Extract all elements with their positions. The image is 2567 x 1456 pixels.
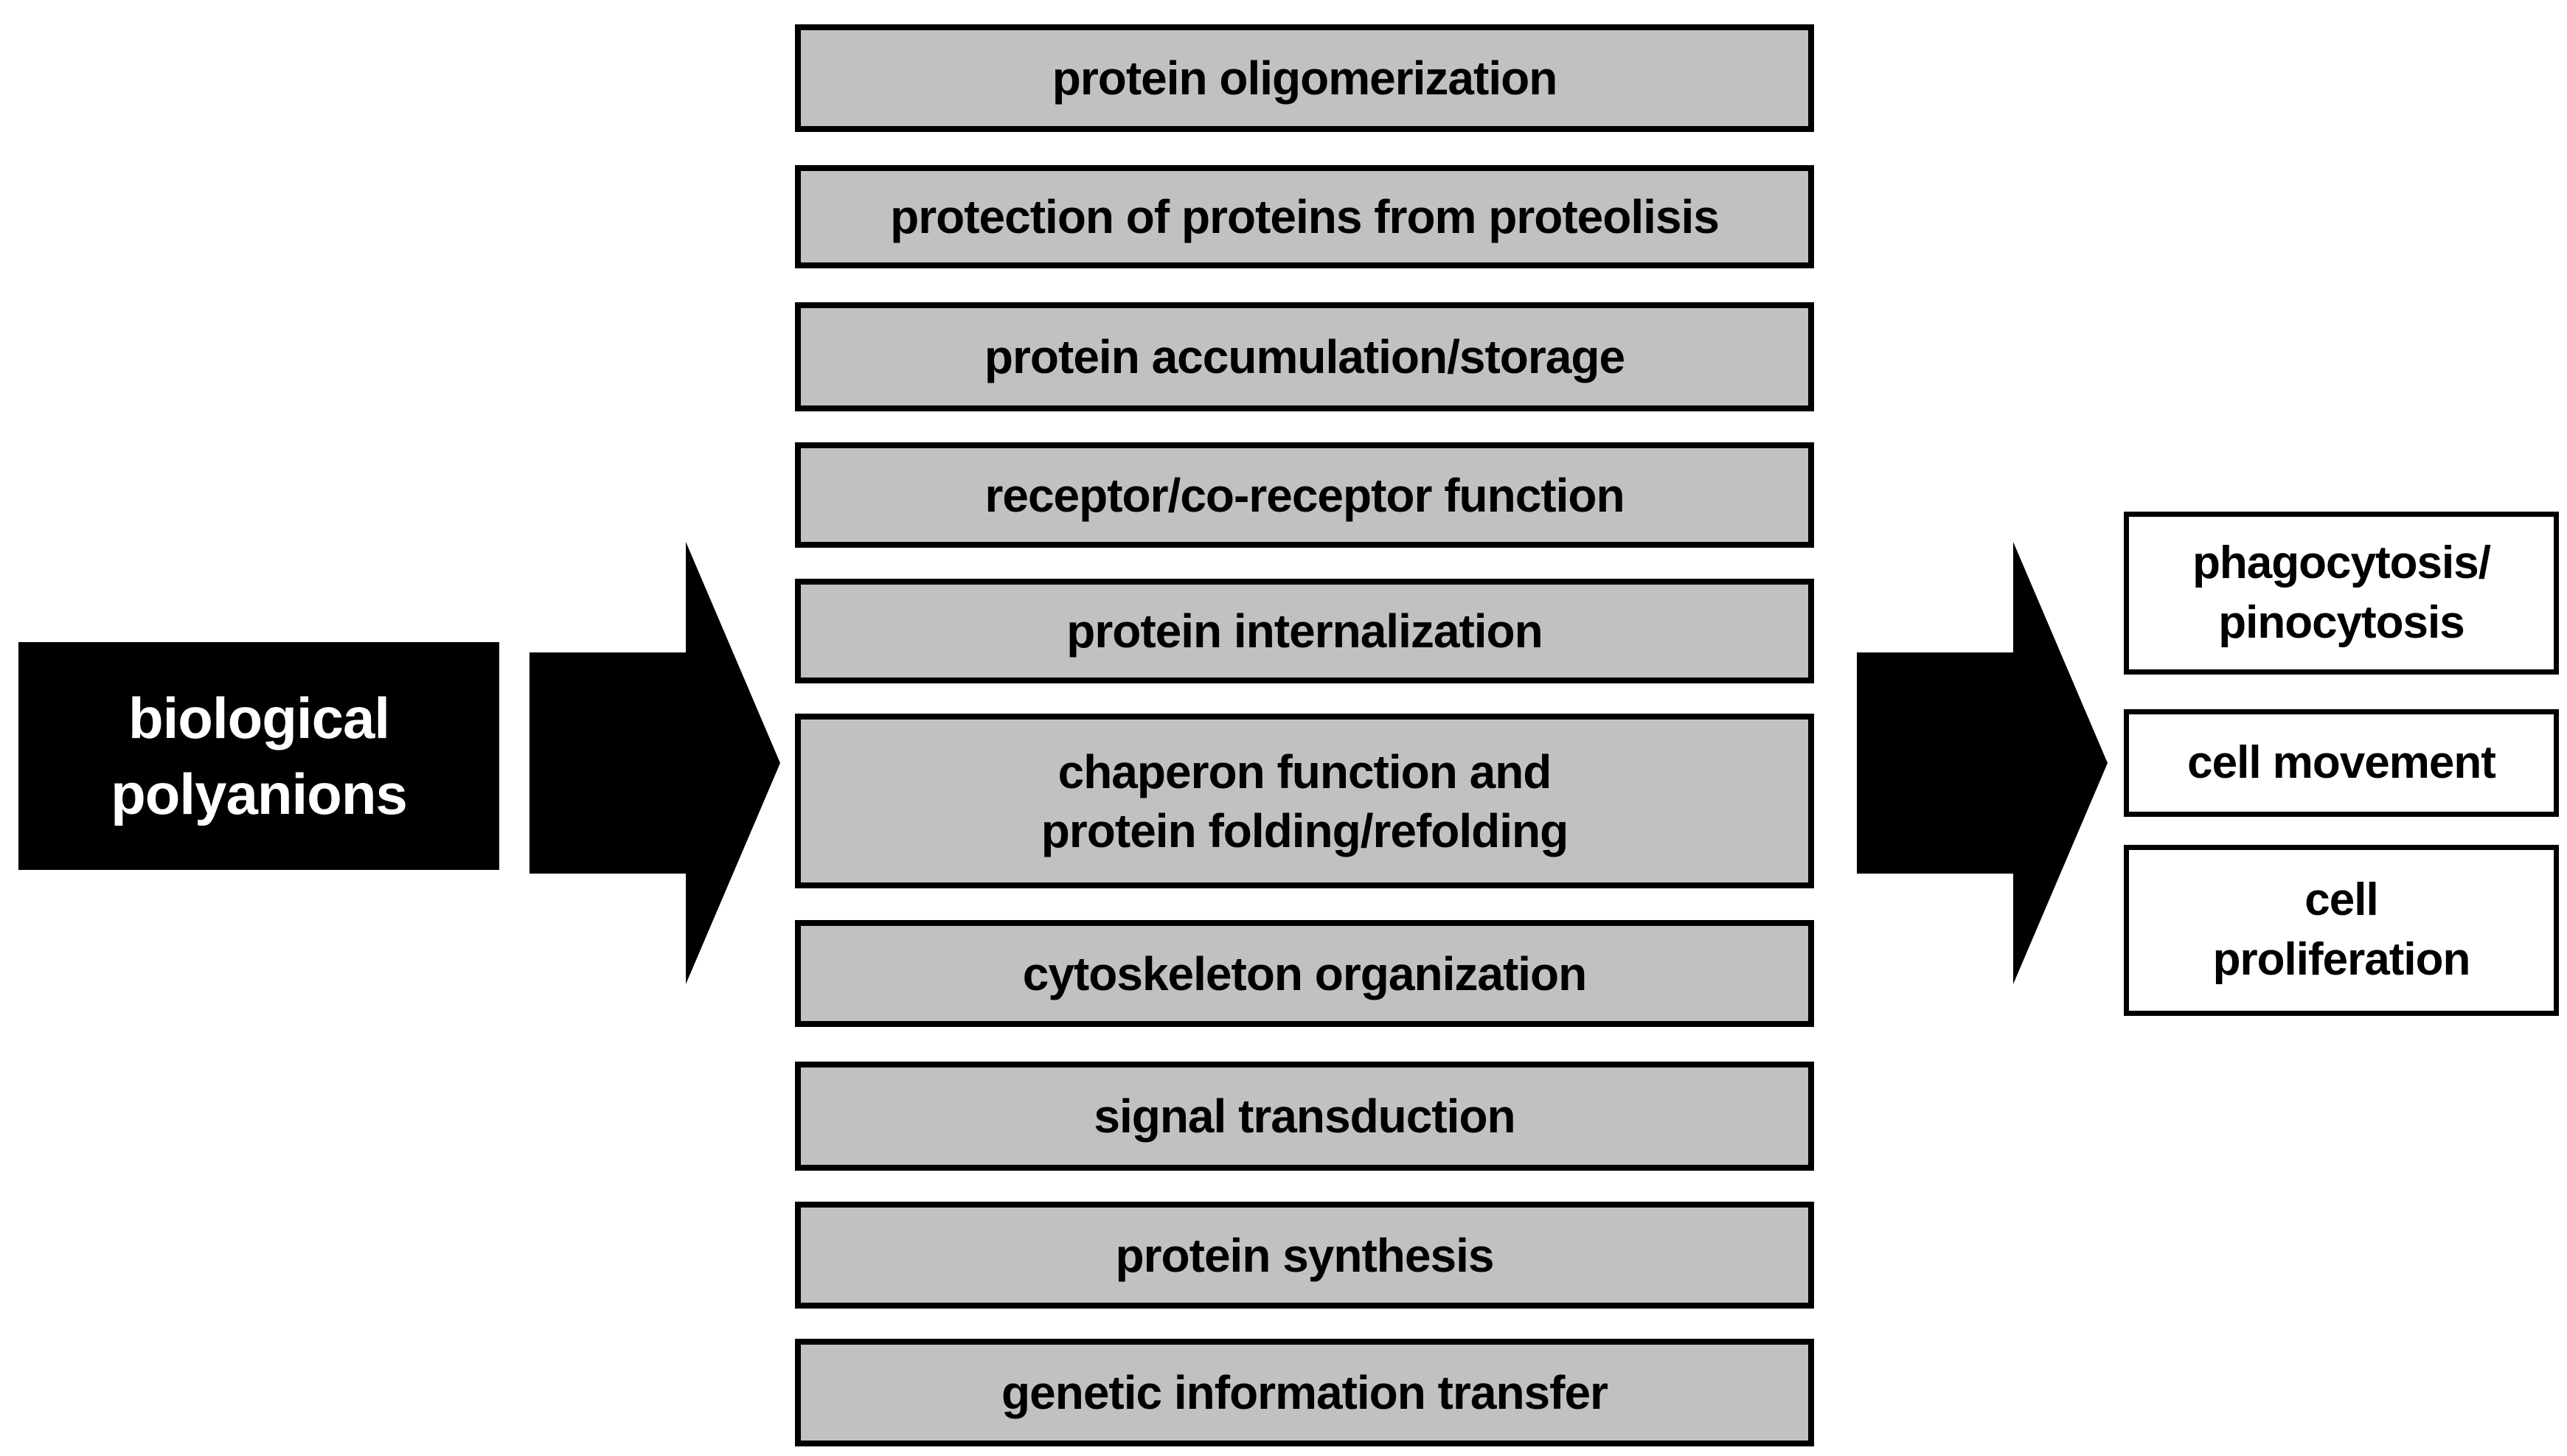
flow-arrow-icon-right bbox=[1857, 542, 2108, 984]
function-box-label: protection of proteins from proteolisis bbox=[890, 190, 1720, 243]
function-box-label: genetic information transfer bbox=[1001, 1366, 1608, 1419]
right-block-arrow-icon bbox=[1857, 542, 2108, 984]
outcome-box-label: cell proliferation bbox=[2212, 874, 2471, 985]
source-box-label: biological polyanions bbox=[111, 685, 408, 826]
function-box-protein-synthesis: protein synthesis bbox=[795, 1202, 1814, 1309]
function-box-label: protein synthesis bbox=[1115, 1228, 1495, 1282]
function-box-accumulation-storage: protein accumulation/storage bbox=[795, 302, 1814, 411]
flow-arrow-icon-left bbox=[529, 542, 780, 984]
function-box-label: protein oligomerization bbox=[1052, 52, 1558, 105]
outcome-box-cell-movement: cell movement bbox=[2124, 709, 2559, 817]
function-box-label: signal transduction bbox=[1094, 1090, 1515, 1143]
function-box-label: receptor/co-receptor function bbox=[984, 468, 1625, 522]
function-box-protein-internalization: protein internalization bbox=[795, 579, 1814, 683]
function-box-label: protein internalization bbox=[1066, 605, 1543, 658]
right-block-arrow-icon bbox=[529, 542, 780, 984]
function-box-cytoskeleton-organization: cytoskeleton organization bbox=[795, 920, 1814, 1027]
function-box-chaperon-folding-refolding: chaperon function and protein folding/re… bbox=[795, 714, 1814, 888]
function-box-label: protein accumulation/storage bbox=[984, 330, 1625, 383]
outcome-box-phagocytosis-pinocytosis: phagocytosis/ pinocytosis bbox=[2124, 512, 2559, 675]
function-box-protein-oligomerization: protein oligomerization bbox=[795, 24, 1814, 132]
function-box-genetic-information-transfer: genetic information transfer bbox=[795, 1339, 1814, 1446]
function-box-receptor-co-receptor: receptor/co-receptor function bbox=[795, 442, 1814, 548]
function-box-protection-from-proteolisis: protection of proteins from proteolisis bbox=[795, 165, 1814, 268]
outcome-box-label: phagocytosis/ pinocytosis bbox=[2192, 537, 2491, 648]
outcome-box-label: cell movement bbox=[2187, 736, 2496, 788]
source-box-biological-polyanions: biological polyanions bbox=[18, 642, 499, 870]
function-box-label: cytoskeleton organization bbox=[1022, 947, 1587, 1000]
outcome-box-cell-proliferation: cell proliferation bbox=[2124, 845, 2559, 1016]
function-box-signal-transduction: signal transduction bbox=[795, 1062, 1814, 1171]
function-box-label: chaperon function and protein folding/re… bbox=[1041, 745, 1569, 857]
